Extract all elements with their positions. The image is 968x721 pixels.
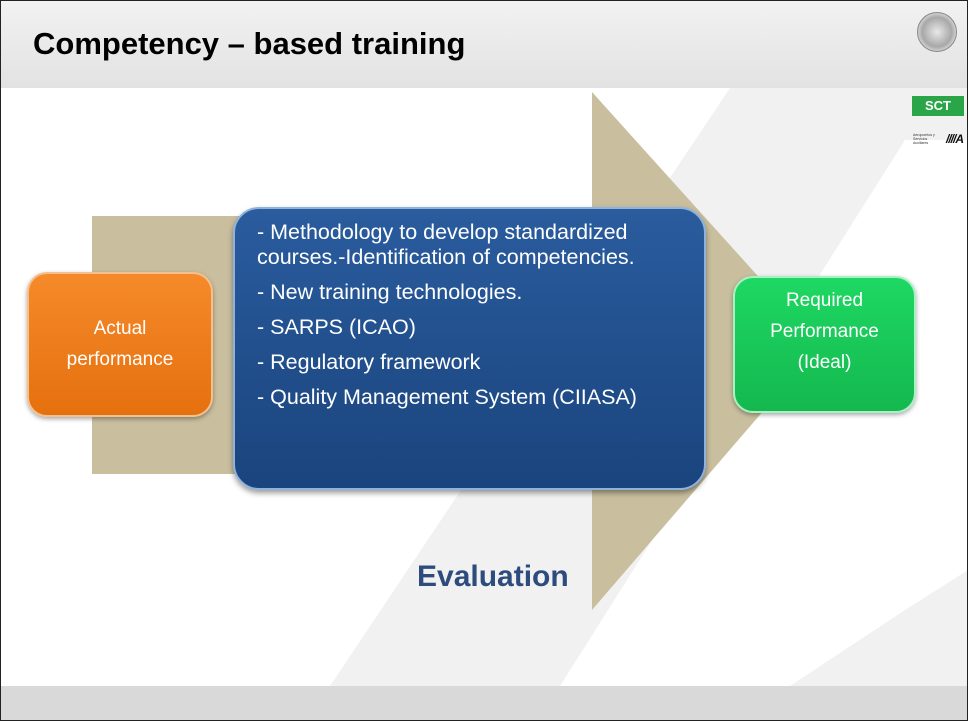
title-bar: Competency – based training bbox=[0, 0, 968, 88]
asa-logo-text-line-1: Aeropuertos y bbox=[913, 133, 935, 137]
factor-item-training-technologies: - New training technologies. bbox=[257, 280, 523, 304]
factor-item-methodology: - Methodology to develop standardized co… bbox=[257, 220, 635, 269]
improvement-factors-box: - Methodology to develop standardized co… bbox=[233, 207, 706, 490]
required-performance-line-2: Performance bbox=[770, 321, 879, 342]
factor-item-sarps: - SARPS (ICAO) bbox=[257, 315, 416, 339]
evaluation-label: Evaluation bbox=[417, 560, 569, 593]
footer-bar bbox=[0, 686, 968, 721]
sct-logo: SCT bbox=[912, 96, 964, 116]
background-corner-shape bbox=[790, 570, 968, 686]
asa-logo-text-line-2: Servicios bbox=[913, 137, 928, 141]
actual-performance-box: Actual performance bbox=[27, 272, 213, 417]
required-performance-box: Required Performance (Ideal) bbox=[733, 276, 916, 413]
required-performance-line-1: Required bbox=[785, 290, 864, 311]
required-performance-line-3: (Ideal) bbox=[797, 352, 852, 373]
factor-item-quality-management: - Quality Management System (CIIASA) bbox=[257, 385, 637, 409]
national-seal-logo bbox=[917, 12, 957, 52]
asa-logo-text-line-3: Auxiliares bbox=[913, 141, 929, 145]
asa-logo-mark: ////A bbox=[945, 132, 964, 146]
actual-performance-line-2: performance bbox=[66, 349, 174, 370]
actual-performance-line-1: Actual bbox=[93, 318, 147, 339]
factor-item-regulatory-framework: - Regulatory framework bbox=[257, 350, 481, 374]
asa-logo: Aeropuertos y Servicios Auxiliares ////A bbox=[913, 132, 965, 146]
slide-title: Competency – based training bbox=[33, 26, 466, 61]
asa-logo-text: Aeropuertos y Servicios Auxiliares bbox=[913, 133, 935, 145]
